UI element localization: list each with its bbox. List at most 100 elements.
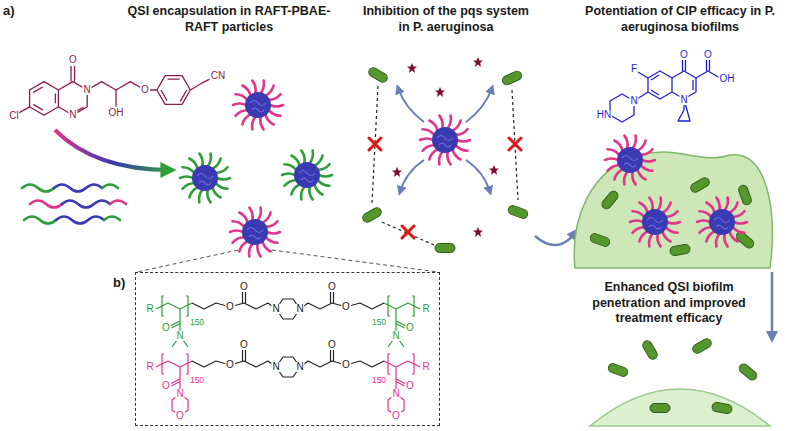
atom-label: O (68, 55, 78, 65)
atom-label: O (341, 360, 351, 370)
drawing-path (190, 79, 209, 90)
atom-label: O (140, 85, 150, 95)
drawing-use (180, 154, 230, 203)
drawing-path (19, 107, 30, 113)
atom-label: N (295, 362, 304, 372)
drawing-use (392, 167, 402, 177)
repeat-count: 150 (189, 318, 205, 327)
atom-label: O (239, 340, 249, 350)
atom-label: R (145, 362, 154, 372)
atom-label: N (271, 304, 280, 314)
atom-label: R (421, 304, 430, 314)
atom-label: N (391, 331, 400, 341)
drawing-path (402, 226, 414, 238)
drawing-path (648, 71, 672, 99)
drawing-path (24, 217, 56, 224)
drawing-use (691, 337, 713, 355)
atom-label: O (327, 340, 337, 350)
drawing-path (71, 66, 75, 82)
atom-label: O (239, 282, 249, 292)
drawing-use (367, 66, 389, 84)
drawing-path (56, 217, 104, 224)
atom-label: N (629, 96, 638, 106)
atom-label: R (145, 304, 154, 314)
drawing-path (54, 185, 102, 192)
drawing-path (192, 348, 288, 377)
drawing-g (369, 138, 521, 238)
drawing-path (156, 296, 192, 347)
drawing-path (104, 217, 120, 221)
drawing-use (473, 227, 483, 237)
atom-label: CN (210, 71, 226, 81)
drawing-path (398, 88, 424, 122)
drawing-path (400, 160, 424, 192)
drawing-path (137, 250, 438, 272)
panel-heading: Potentiation of CIP efficacy in P. aerug… (580, 4, 780, 35)
atom-label: N (271, 362, 280, 372)
drawing-g (610, 60, 720, 122)
drawing-path (288, 348, 384, 377)
drawing-use (420, 116, 470, 165)
panel-heading: Enhanced QSI biofilm penetration and imp… (575, 280, 763, 327)
drawing-use (600, 189, 620, 210)
drawing-path (110, 201, 126, 205)
structure-panel: RON150OONRON150OONRONO150OONRONO150OON (135, 272, 440, 426)
drawing-g (288, 290, 420, 347)
drawing-use (630, 198, 680, 247)
drawing-path (535, 232, 576, 245)
repeat-count: 150 (371, 318, 387, 327)
drawing-path (696, 60, 720, 78)
drawing-g (156, 348, 288, 416)
polymer-drawing (136, 273, 438, 424)
atom-label: N (391, 389, 400, 399)
atom-label: Cl (8, 111, 19, 121)
drawing-use (501, 70, 523, 87)
drawing-path (651, 75, 693, 95)
drawing-path (30, 82, 59, 116)
drawing-path (102, 185, 118, 189)
drawing-use (361, 206, 383, 224)
atom-label: O (327, 282, 337, 292)
repeat-count: 150 (371, 376, 387, 385)
atom-label: O (703, 50, 713, 60)
drawing-use (435, 244, 455, 253)
atom-label: HN (596, 110, 612, 120)
repeat-count: 150 (189, 376, 205, 385)
drawing-path (55, 130, 170, 170)
atom-label: R (421, 362, 430, 372)
atom-label: OH (719, 74, 736, 84)
drawing-path (466, 88, 492, 122)
atom-label: O (225, 360, 235, 370)
panel-tag: a) (3, 4, 15, 17)
drawing-g (22, 185, 126, 224)
drawing-use (407, 63, 417, 73)
drawing-path (22, 185, 54, 192)
drawing-path (574, 152, 772, 268)
panel-tag: b) (113, 276, 125, 289)
drawing-path (683, 60, 686, 71)
atom-label: OH (108, 108, 125, 118)
drawing-path (509, 138, 521, 150)
panel-heading: Inhibition of the pqs system in P. aerug… (360, 4, 532, 35)
drawing-use (697, 198, 747, 247)
drawing-path (156, 354, 192, 416)
drawing-path (771, 272, 774, 338)
atom-label: O (405, 381, 415, 391)
drawing-path (30, 201, 62, 208)
panel-heading: QSI encapsulation in RAFT-PBAE-RAFT part… (118, 4, 340, 35)
drawing-use (641, 339, 659, 361)
drawing-path (466, 160, 490, 192)
atom-label: N (68, 110, 77, 120)
drawing-use (282, 151, 332, 200)
atom-label: N (175, 389, 184, 399)
drawing-use (669, 244, 690, 256)
drawing-use (589, 232, 611, 247)
drawing-g (398, 88, 492, 192)
atom-label: N (83, 85, 92, 95)
atom-label: O (405, 323, 415, 333)
drawing-path (369, 138, 381, 150)
drawing-path (384, 296, 420, 347)
drawing-path (161, 79, 187, 101)
drawing-use (233, 81, 283, 130)
drawing-path (288, 290, 384, 319)
